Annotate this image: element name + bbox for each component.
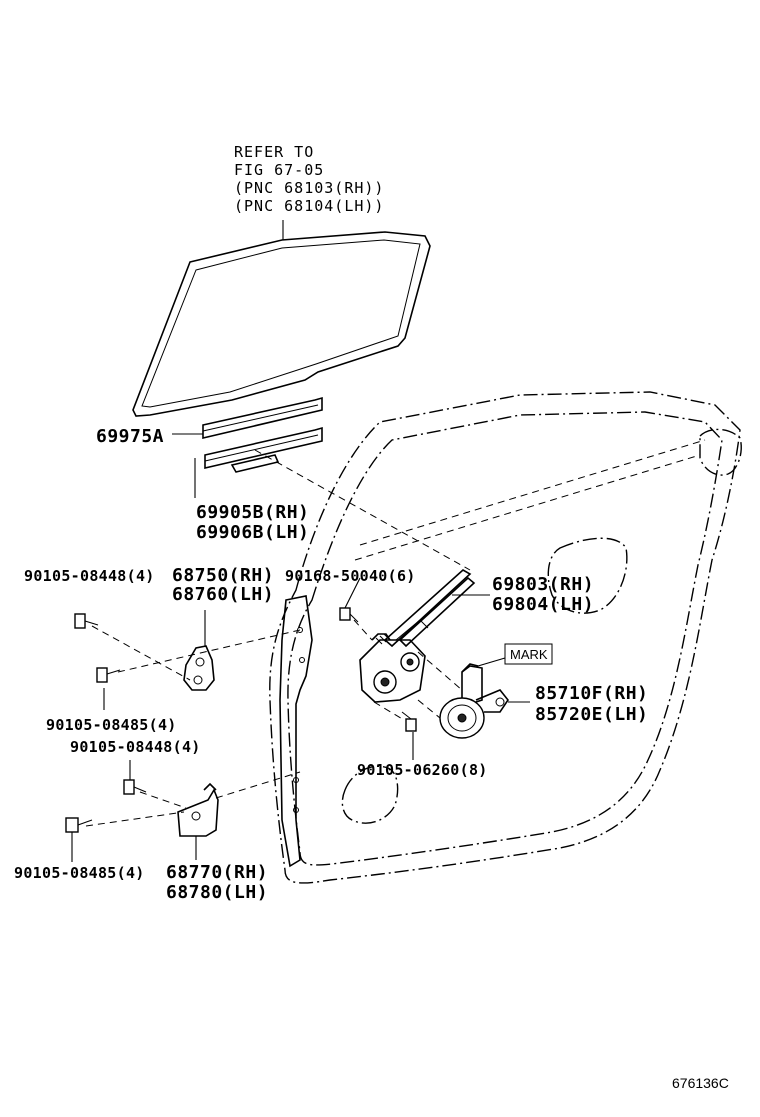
label-bolt-upper-left: 90105-08448(4) [24, 567, 155, 585]
bolt-upper-left-lower [96, 667, 121, 683]
label-bolt-bottom-left: 90105-08485(4) [14, 864, 145, 882]
bolt-motor [401, 711, 417, 732]
outer-weatherstrip-69975a [202, 396, 323, 440]
label-bolt-lower-left: 90105-08448(4) [70, 738, 201, 756]
refer-line-1: REFER TO [234, 143, 314, 161]
label-69905b-rh: 69905B(RH) [196, 502, 309, 523]
refer-line-3: (PNC 68103(RH)) [234, 179, 384, 197]
run-channel-69905b [204, 426, 323, 473]
mark-box [504, 643, 553, 665]
diagram-code: 676136C [672, 1075, 729, 1091]
label-hinge-lower-lh: 68780(LH) [166, 882, 268, 903]
label-hinge-upper-rh: 68750(RH) [172, 565, 274, 586]
label-69906b-lh: 69906B(LH) [196, 522, 309, 543]
label-bolt-motor: 90105-06260(8) [357, 761, 488, 779]
regulator-motor [439, 663, 509, 739]
door-panel-outline [269, 391, 742, 884]
bolt-upper-left [74, 613, 99, 629]
label-hinge-upper-lh: 68760(LH) [172, 584, 274, 605]
refer-line-2: FIG 67-05 [234, 161, 324, 179]
leader-lines [71, 220, 530, 862]
label-motor-rh: 85710F(RH) [535, 683, 648, 704]
label-69975a: 69975A [96, 426, 164, 447]
bolt-lower-left [123, 779, 147, 795]
upper-hinge [183, 645, 215, 691]
assembly-lines [85, 449, 471, 827]
refer-line-4: (PNC 68104(LH)) [234, 197, 384, 215]
label-mark: MARK [510, 647, 548, 662]
lower-hinge [177, 782, 219, 837]
bolt-regulator [339, 607, 359, 623]
label-regulator-rh: 69803(RH) [492, 574, 594, 595]
door-glass [132, 231, 431, 417]
window-regulator [359, 569, 476, 703]
label-motor-lh: 85720E(LH) [535, 704, 648, 725]
bolt-bottom-left [65, 817, 93, 833]
label-hinge-lower-rh: 68770(RH) [166, 862, 268, 883]
label-regulator-lh: 69804(LH) [492, 594, 594, 615]
label-bolt-regulator: 90168-50040(6) [285, 567, 416, 585]
label-bolt-upper-left-lower: 90105-08485(4) [46, 716, 177, 734]
